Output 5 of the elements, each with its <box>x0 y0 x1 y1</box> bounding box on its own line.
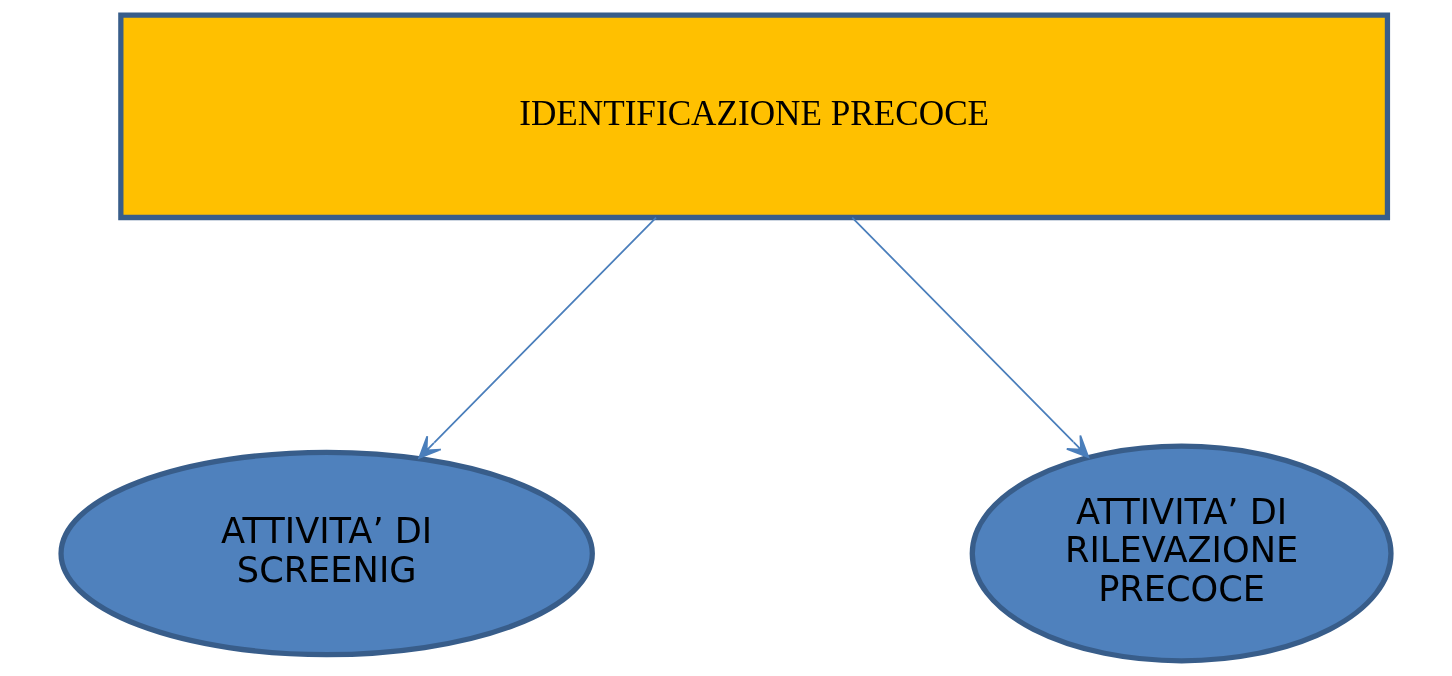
arrow <box>851 216 1090 459</box>
node-box: IDENTIFICAZIONE PRECOCE <box>118 12 1391 221</box>
arrow <box>418 216 657 459</box>
node-ellipse: ATTIVITA’ DI RILEVAZIONE PRECOCE <box>969 443 1394 664</box>
node-ellipse: ATTIVITA’ DI SCREENIG <box>58 449 595 658</box>
